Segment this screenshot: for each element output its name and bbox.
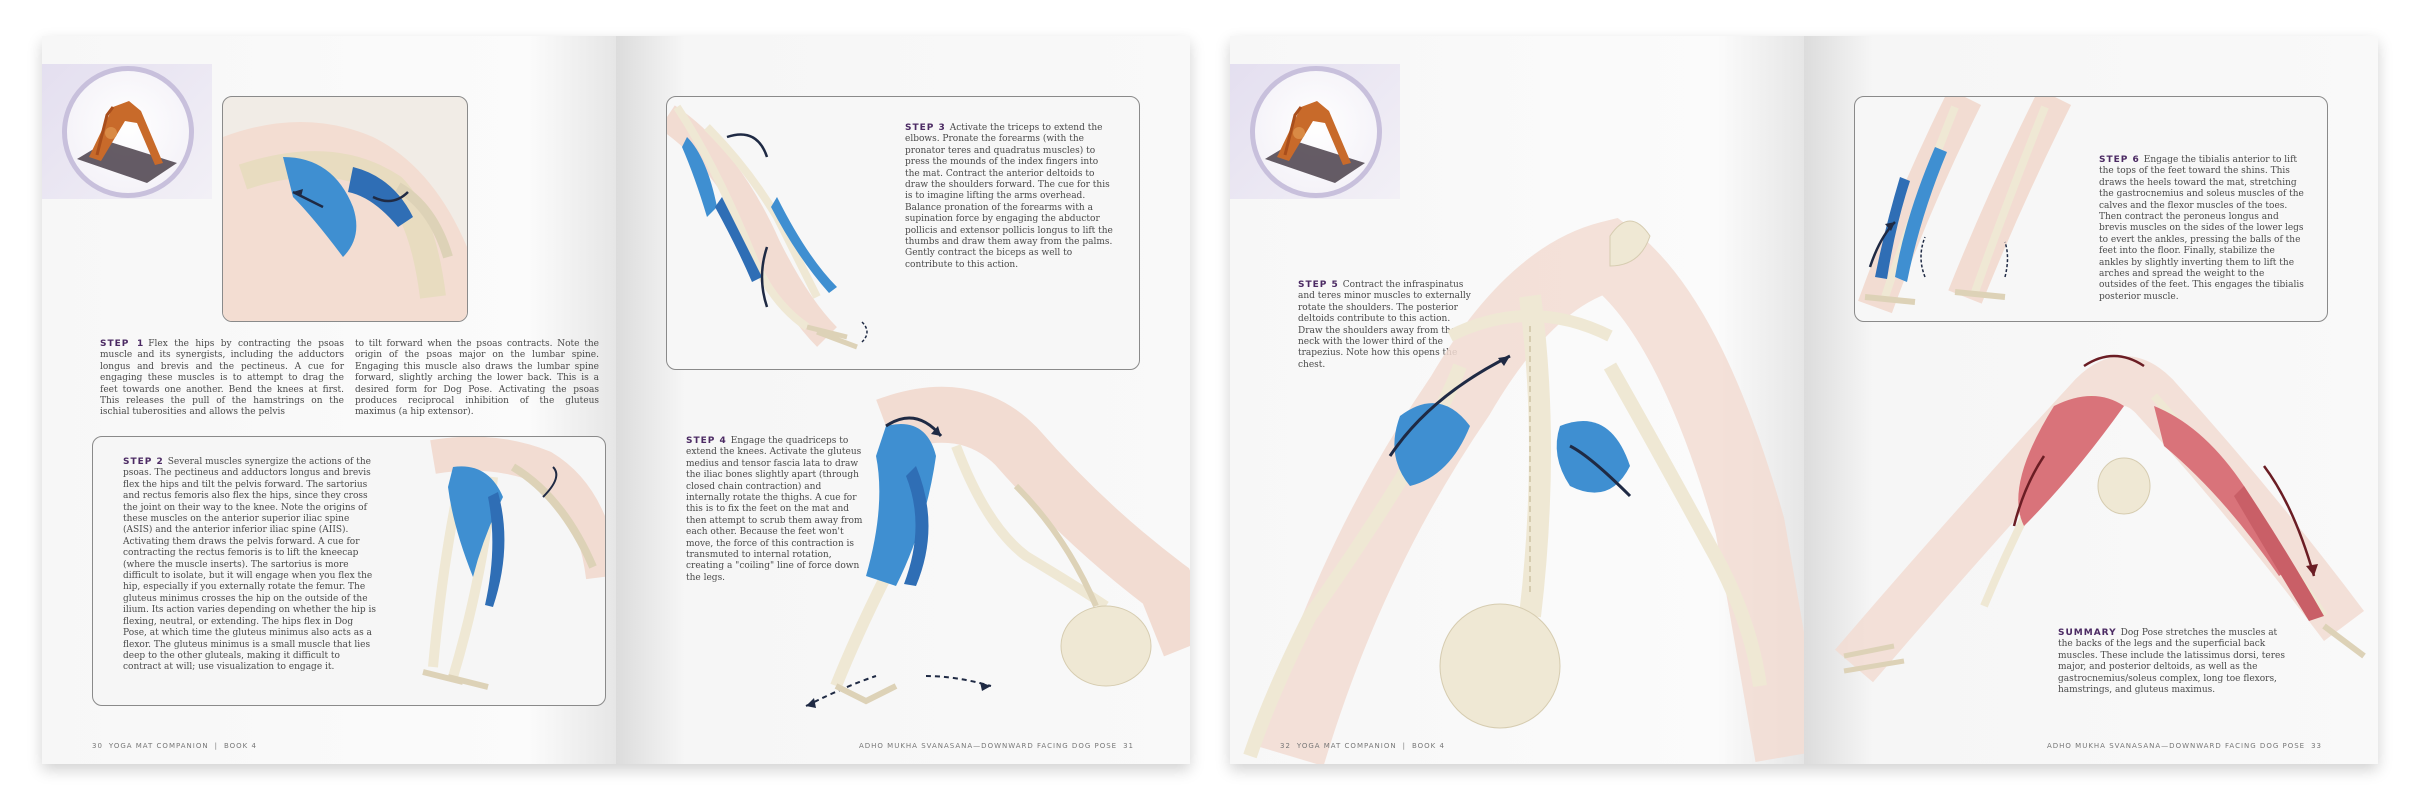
step5-label: STEP 5 [1298,280,1339,290]
step1-text-col2: to tilt forward when the psoas contracts… [355,339,599,418]
footer-page-number: 31 [1123,742,1134,750]
figure-back-shoulders [1243,217,1804,764]
figure-hip-flexors [222,96,468,322]
footer-page-number: 32 [1280,742,1291,750]
figure-hip-synergists [422,437,605,690]
figure-legs-quadriceps [805,386,1190,708]
figure-arms [667,104,868,350]
step2-label: STEP 2 [123,457,164,467]
step1-label: STEP 1 [100,339,145,349]
figure-posterior-chain [1835,354,2366,683]
figure-lower-legs [1858,97,2072,314]
footer-chapter-title: ADHO MUKHA SVANASANA—DOWNWARD FACING DOG… [858,742,1118,750]
footer-right-33: ADHO MUKHA SVANASANA—DOWNWARD FACING DOG… [2047,742,2328,750]
step3-label: STEP 3 [905,123,946,133]
footer-book-number: BOOK 4 [1411,742,1445,750]
footer-book-title: YOGA MAT COMPANION [1296,742,1397,750]
footer-page-number: 33 [2311,742,2322,750]
footer-book-number: BOOK 4 [223,742,257,750]
footer-chapter-title: ADHO MUKHA SVANASANA—DOWNWARD FACING DOG… [2046,742,2306,750]
step4-label: STEP 4 [686,436,727,446]
step6-label: STEP 6 [2099,155,2140,165]
footer-right-31: ADHO MUKHA SVANASANA—DOWNWARD FACING DOG… [859,742,1140,750]
footer-book-title: YOGA MAT COMPANION [108,742,209,750]
footer-page-number: 30 [92,742,103,750]
summary-label: SUMMARY [2058,628,2117,638]
pose-thumbnail [1250,66,1382,198]
pose-thumbnail [62,66,194,198]
